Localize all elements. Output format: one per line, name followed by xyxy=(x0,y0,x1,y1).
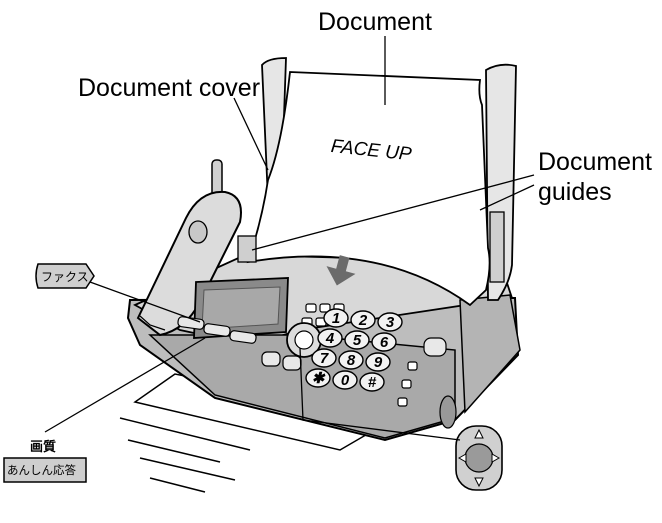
document-guide-right xyxy=(490,212,504,282)
keypad-key: 3 xyxy=(378,313,402,331)
keypad-key: 0 xyxy=(333,371,357,389)
keypad-key-label: 0 xyxy=(341,372,350,389)
keypad-key-label: 8 xyxy=(347,352,356,369)
keypad-key-label: # xyxy=(368,374,377,391)
keypad-key-label: 1 xyxy=(332,310,340,327)
keypad-key: 2 xyxy=(351,311,375,329)
keypad-key: 5 xyxy=(345,331,369,349)
keypad-key: 1 xyxy=(324,309,348,327)
keypad-key-label: 5 xyxy=(353,332,362,349)
label-document-guides-1: Document xyxy=(538,148,652,176)
keypad-key: 7 xyxy=(312,349,336,367)
keypad-key-label: 9 xyxy=(374,354,383,371)
keypad-key-label: 2 xyxy=(358,312,368,329)
navigator-callout xyxy=(456,426,502,490)
keypad-key-label: 6 xyxy=(380,334,389,351)
label-document: Document xyxy=(318,8,432,36)
fax-button-label: ファクス xyxy=(41,268,89,285)
keypad-key: 4 xyxy=(318,329,342,347)
label-document-guides-2: guides xyxy=(538,178,612,206)
keypad-key: 9 xyxy=(366,353,390,371)
keypad-key: # xyxy=(360,373,384,391)
keypad-key: ✱ xyxy=(306,369,330,387)
keypad-key-label: 7 xyxy=(320,350,329,367)
keypad-key-label: 4 xyxy=(325,330,335,347)
keypad-key: 8 xyxy=(339,351,363,369)
image-quality-label: 画質 xyxy=(30,436,56,455)
label-document-cover: Document cover xyxy=(78,74,260,102)
keypad-key-label: ✱ xyxy=(312,370,326,387)
answering-button-label: あんしん応答 xyxy=(7,462,76,478)
keypad-key-label: 3 xyxy=(386,314,395,331)
keypad-key: 6 xyxy=(372,333,396,351)
